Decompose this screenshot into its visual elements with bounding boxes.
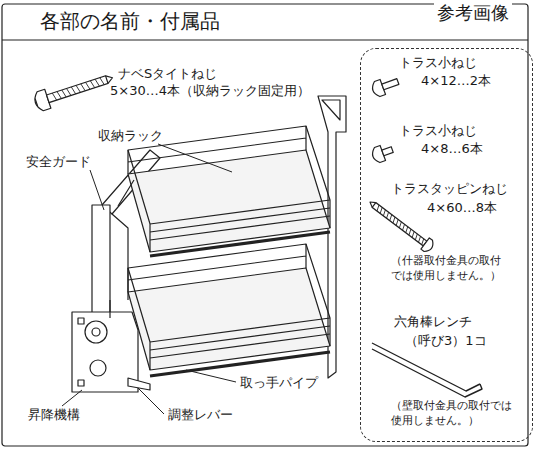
- frame: [2, 4, 528, 446]
- part-name: 調整レバー: [168, 407, 233, 423]
- accessory-panel: トラス小ねじ4×12…2本トラス小ねじ4×8…6本トラスタッピンねじ4×60…8…: [360, 48, 533, 442]
- quantity-note: 5×30…4本（収納ラック固定用）: [110, 83, 310, 99]
- quantity-note: 4×12…2本: [421, 73, 491, 89]
- part-name: 六角棒レンチ: [394, 314, 472, 330]
- part-name: 昇降機構: [28, 407, 80, 423]
- header-rule: [2, 39, 528, 40]
- quantity-note: 4×8…6本: [421, 141, 483, 157]
- stamp: 参考画像: [434, 2, 512, 24]
- handle-pipe: [150, 352, 330, 376]
- usage-note: （壁取付金具の取付では 使用しません。）: [391, 399, 526, 429]
- usage-note: （什器取付金具の取付 では使用しません。）: [391, 254, 526, 284]
- quantity-note: （呼び3）1コ: [405, 333, 487, 349]
- screw-icon: [366, 196, 436, 254]
- part-name: ナベSタイトねじ: [118, 66, 217, 82]
- part-name: トラス小ねじ: [399, 55, 477, 71]
- part-name: 収納ラック: [98, 128, 163, 144]
- part-name: トラスタッピンねじ: [391, 181, 508, 197]
- part-name: トラス小ねじ: [399, 123, 477, 139]
- part-name: 取っ手パイプ: [240, 375, 318, 391]
- screw-icon: [370, 74, 400, 98]
- adjust-lever: [128, 378, 150, 390]
- quantity-note: 4×60…8本: [427, 200, 497, 216]
- lower-basket: [128, 244, 330, 376]
- lift-mechanism: [72, 300, 150, 392]
- screw-icon: [370, 142, 395, 164]
- screw-icon: [32, 68, 115, 112]
- safety-guard: [112, 180, 134, 300]
- leader-line: [62, 144, 236, 414]
- title: 各部の名前・付属品: [40, 9, 220, 33]
- hex-wrench: [372, 343, 482, 397]
- part-name: 安全ガード: [26, 154, 91, 170]
- upper-basket: [128, 126, 330, 256]
